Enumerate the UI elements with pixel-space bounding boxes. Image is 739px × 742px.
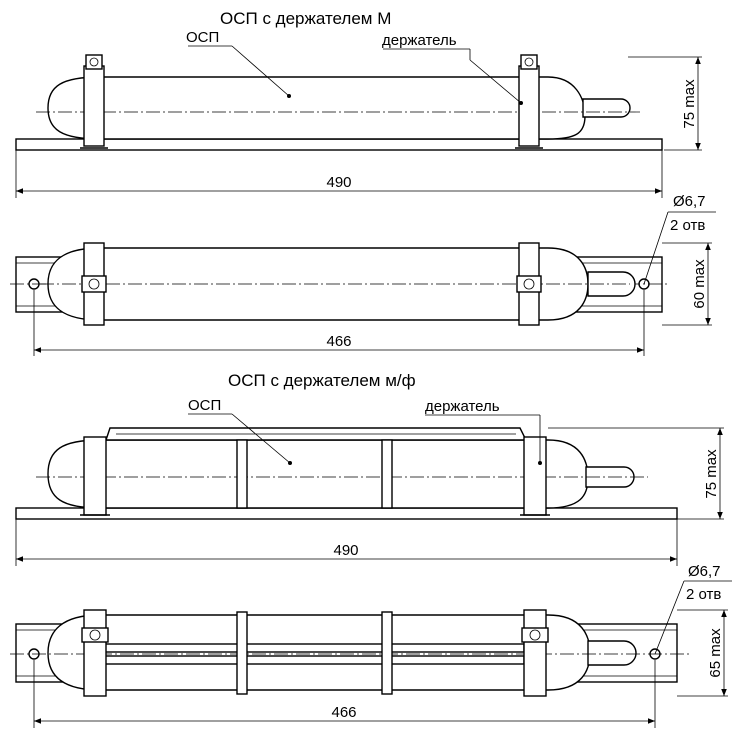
dim-hole-spacing: 466	[331, 704, 356, 721]
view-side-holder-mf: ОСП с держателем м/ф ОСП держатель 75 ma…	[15, 371, 724, 566]
frame-bar	[236, 611, 248, 695]
bolt-nut-icon	[521, 627, 549, 643]
frame-rod	[103, 655, 525, 665]
view-plan-holder-m: Ø6,7 2 отв 60 max 466	[10, 193, 716, 356]
dim-height: 75 max	[681, 79, 698, 129]
mounting-hole	[28, 648, 40, 660]
dim-hole-spacing: 466	[326, 333, 351, 350]
base-plate	[15, 507, 678, 520]
holder-right	[523, 436, 547, 516]
holder-clamp-right	[520, 54, 538, 70]
tube-body	[47, 76, 586, 140]
frame-bar	[381, 439, 393, 509]
dim-height: 75 max	[703, 449, 720, 499]
frame-bar	[381, 611, 393, 695]
hole-diameter: Ø6,7	[673, 193, 706, 210]
holder-left	[83, 65, 105, 147]
view-plan-holder-mf: Ø6,7 2 отв 65 max 466	[10, 563, 732, 728]
dim-width: 60 max	[691, 259, 708, 309]
view-side-holder-m: ОСП с держателем М ОСП держатель 75 max	[15, 9, 702, 198]
holder-right	[523, 609, 547, 697]
holder-left	[83, 436, 107, 516]
dim-width: 65 max	[707, 628, 724, 678]
frame-bar	[236, 439, 248, 509]
view-title: ОСП с держателем М	[220, 9, 391, 28]
holder-left	[83, 609, 107, 697]
hole-diameter: Ø6,7	[688, 563, 721, 580]
label-osp: ОСП	[188, 397, 221, 414]
holder-right	[518, 65, 540, 147]
dim-length: 490	[326, 174, 351, 191]
mounting-hole	[649, 648, 661, 660]
dim-length: 490	[333, 542, 358, 559]
view-title: ОСП с держателем м/ф	[228, 371, 416, 390]
hole-count: 2 отв	[686, 586, 721, 603]
bolt-nut-icon	[516, 275, 542, 293]
nozzle	[582, 98, 631, 118]
frame-rod	[103, 643, 525, 653]
hole-count: 2 отв	[670, 217, 705, 234]
bolt-nut-icon	[81, 275, 107, 293]
bolt-icon	[524, 57, 534, 67]
mounting-hole	[638, 278, 650, 290]
holder-clamp-left	[85, 54, 103, 70]
nozzle	[587, 271, 636, 297]
tube-body	[47, 439, 589, 509]
mounting-hole	[28, 278, 40, 290]
base-plate	[15, 138, 663, 151]
nozzle	[587, 640, 637, 666]
label-holder: держатель	[425, 398, 500, 415]
bolt-icon	[89, 57, 99, 67]
bolt-nut-icon	[81, 627, 109, 643]
label-holder: держатель	[382, 32, 457, 49]
label-osp: ОСП	[186, 29, 219, 46]
